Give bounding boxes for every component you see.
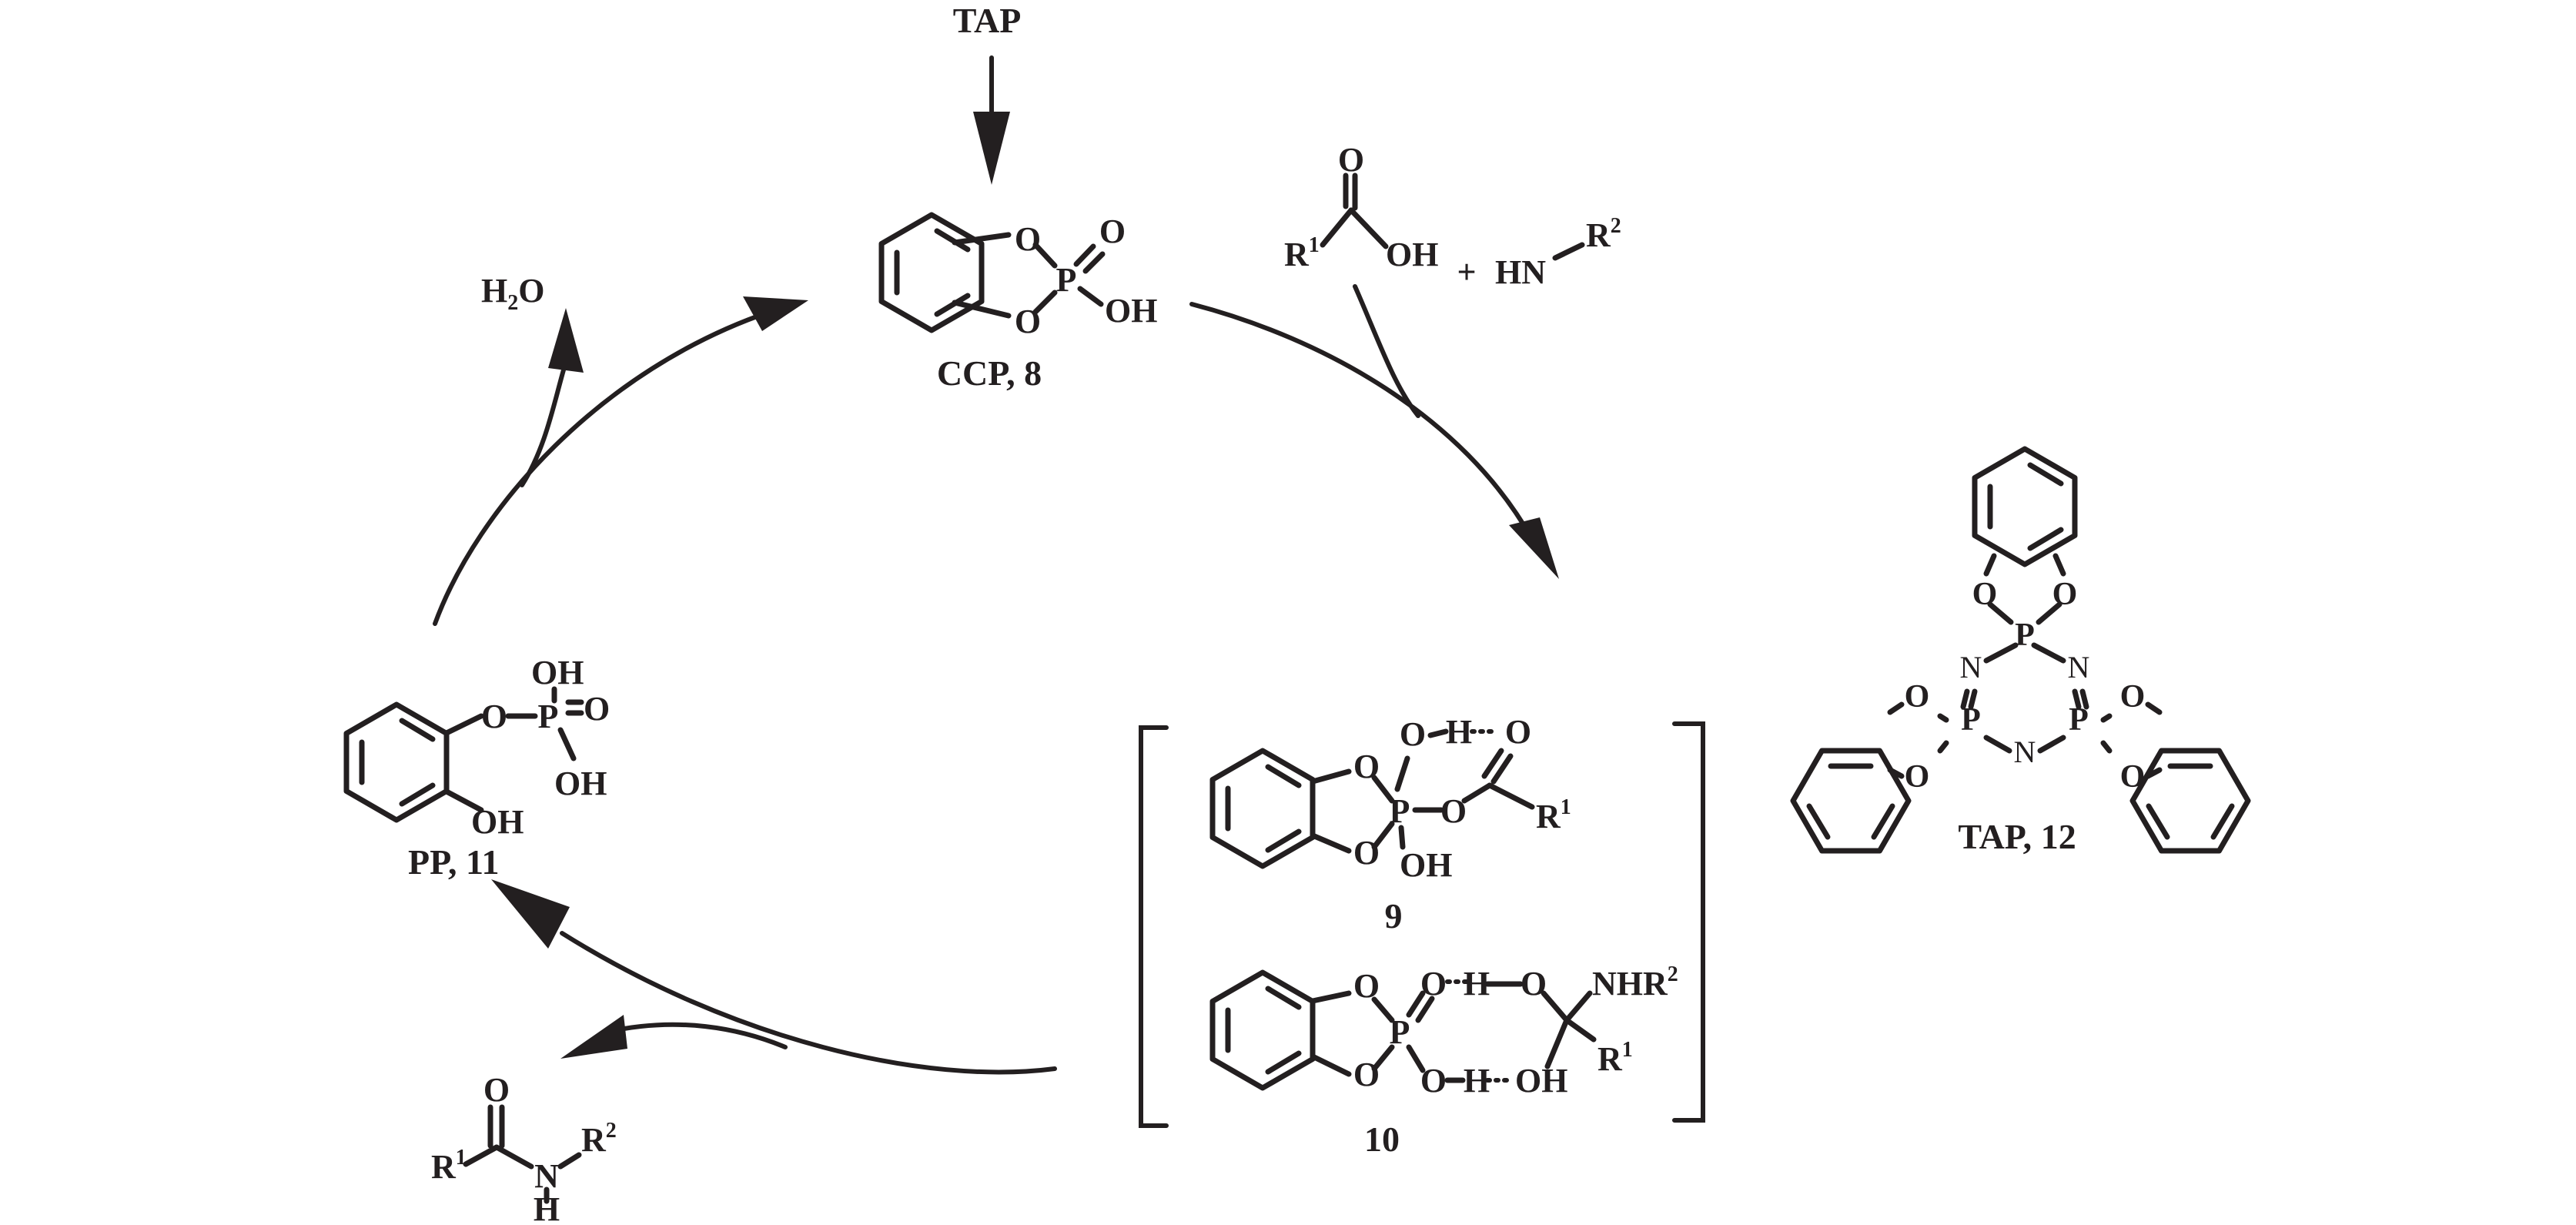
int9-o-top: O: [1353, 748, 1380, 785]
tap12-o-right-bottom: O: [2120, 759, 2146, 795]
water-o: O: [518, 272, 544, 310]
pp-o-ether: O: [481, 698, 507, 735]
ccp-name: CCP,: [937, 353, 1024, 393]
amide-r1-sup: 1: [456, 1146, 467, 1170]
acid-r1: R1: [1284, 233, 1320, 273]
pp-number: 11: [466, 842, 499, 882]
int10-h-bottom: H: [1464, 1062, 1490, 1099]
int9-p: P: [1390, 792, 1410, 830]
ccp-number: 8: [1024, 353, 1042, 393]
tap12-o-left-top: O: [1905, 679, 1930, 715]
int9-o-bottom: O: [1353, 834, 1380, 872]
tap-reagent-arrow: TAP: [953, 1, 1022, 185]
int10-o-p: O: [1420, 1062, 1447, 1099]
ccp-molecule: O O P O OH CCP, 8: [882, 213, 1157, 393]
water-h: H: [481, 272, 507, 310]
pp-molecule: O P OH O OH OH PP, 11: [346, 654, 610, 882]
amide-product: O R1 N R2 H: [431, 1071, 617, 1225]
int10-o-double: O: [1420, 965, 1447, 1002]
amide-r-2: R: [581, 1121, 607, 1159]
pp-p: P: [538, 698, 559, 735]
amide-h: H: [534, 1190, 560, 1225]
intermediate-brackets: [1139, 721, 1705, 1128]
int10-r1: R1: [1597, 1038, 1633, 1078]
int9-r1: R1: [1536, 795, 1571, 835]
tap12-o-top-left: O: [1972, 577, 1998, 612]
acid-r-sup: 1: [1309, 233, 1320, 257]
int10-nhr-sup: 2: [1668, 962, 1678, 986]
acid-amine-reagents: O R1 OH + HN R2: [1284, 141, 1621, 291]
tap12-n-right: N: [2068, 650, 2090, 684]
int9-o-carbonyl: O: [1505, 713, 1531, 751]
tap12-o-right-top: O: [2120, 679, 2146, 715]
pp-oh-right: OH: [554, 765, 607, 802]
ccp-oh: OH: [1105, 292, 1157, 330]
int10-nhr: NHR: [1592, 965, 1668, 1002]
tap-reagent-label: TAP: [953, 1, 1022, 40]
ccp-o-double: O: [1099, 213, 1126, 250]
amine-r-sup: 2: [1611, 214, 1621, 238]
amide-o: O: [483, 1071, 510, 1109]
amide-r2: R2: [581, 1119, 617, 1159]
int9-r: R: [1536, 798, 1561, 835]
amide-r2-sup: 2: [606, 1119, 617, 1143]
int9-oh: OH: [1400, 846, 1452, 884]
int9-h: H: [1446, 713, 1472, 751]
pp-o-double: O: [584, 690, 610, 728]
plus-sign: +: [1457, 253, 1476, 291]
pp-oh-top: OH: [531, 654, 584, 691]
int9-number: 9: [1385, 896, 1403, 935]
amide-r: R: [431, 1148, 457, 1186]
int9-o-ester: O: [1440, 792, 1467, 830]
int10-number: 10: [1364, 1120, 1400, 1159]
ccp-o-top: O: [1015, 220, 1041, 258]
int10-oh: OH: [1515, 1062, 1567, 1099]
intermediate-9: O O P O H O O OH R1 9: [1213, 713, 1571, 935]
tap12-o-top-right: O: [2052, 577, 2078, 612]
int10-o-bottom: O: [1353, 1056, 1380, 1093]
tap12-name: TAP,: [1958, 817, 2040, 856]
amide-r1: R1: [431, 1146, 467, 1186]
tap12-o-left-bottom: O: [1905, 759, 1930, 795]
ccp-p: P: [1056, 261, 1077, 299]
int10-o-top: O: [1353, 967, 1380, 1005]
tap12-caption: TAP, 12: [1958, 817, 2076, 856]
intermediate-10: O O P O H O NHR2 R1 O H OH 10: [1213, 962, 1678, 1159]
pp-caption: PP, 11: [408, 842, 499, 882]
ccp-o-bottom: O: [1015, 303, 1041, 340]
tap12-p-right: P: [2069, 702, 2089, 738]
ccp-caption: CCP, 8: [937, 353, 1042, 393]
amide-n: N: [534, 1157, 559, 1195]
int10-nhr2: NHR2: [1592, 962, 1678, 1002]
acid-oh: OH: [1386, 236, 1438, 273]
int9-r-sup: 1: [1561, 795, 1571, 819]
cycle-arrows: [433, 284, 1559, 1075]
int10-h-top: H: [1464, 965, 1490, 1002]
tap12-n-left: N: [1960, 650, 1982, 684]
amine-r: R: [1586, 216, 1611, 254]
int10-p: P: [1390, 1013, 1410, 1051]
pp-oh-ring: OH: [471, 803, 524, 841]
amine-r2: R2: [1586, 214, 1621, 254]
int9-o-ph: O: [1400, 715, 1426, 753]
water-label: H2O: [481, 272, 544, 315]
tap12-molecule: O O P N N P P N O O O O TAP, 12: [1793, 449, 2248, 856]
tap12-n-bottom: N: [2014, 735, 2036, 769]
water-sub: 2: [507, 291, 518, 315]
tap12-p-top: P: [2015, 618, 2035, 653]
tap12-p-left: P: [1961, 702, 1981, 738]
acid-r: R: [1284, 236, 1310, 273]
int10-r-sup: 1: [1622, 1038, 1633, 1062]
pp-name: PP,: [408, 842, 466, 882]
int10-r: R: [1597, 1040, 1623, 1078]
amine-hn: HN: [1495, 253, 1546, 291]
tap12-number: 12: [2041, 817, 2076, 856]
int10-o-hemiaminal: O: [1521, 965, 1547, 1002]
acid-o: O: [1338, 141, 1364, 179]
